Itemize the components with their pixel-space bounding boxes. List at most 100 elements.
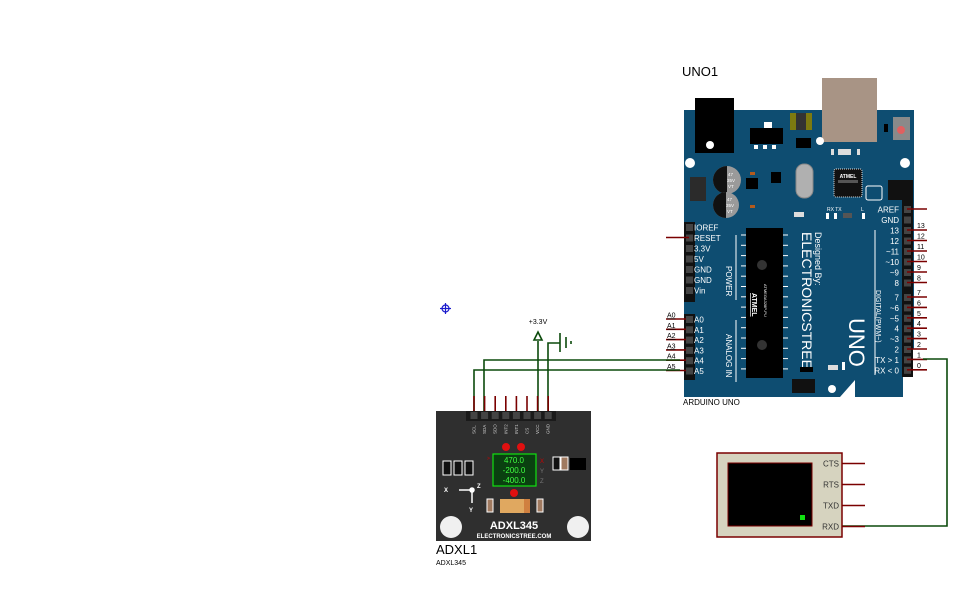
regulator-tab: [764, 122, 772, 128]
digital-pin-label: AREF: [878, 206, 899, 215]
smd-part: [464, 460, 474, 476]
analog-pin[interactable]: [686, 367, 693, 375]
arduino-uno-component[interactable]: UNO1 47 35V VT: [666, 64, 927, 407]
jumper: [865, 185, 883, 201]
adxl-pin[interactable]: [481, 412, 489, 419]
power-pin[interactable]: [686, 287, 693, 294]
analog-pin[interactable]: [686, 357, 693, 365]
analog-pin-number: A2: [667, 333, 676, 340]
power-pin[interactable]: [686, 234, 693, 242]
reading-y: -200.0: [503, 466, 526, 475]
analog-pin[interactable]: [686, 336, 693, 344]
smd-part: [552, 456, 561, 471]
rx-tx-label: RX TX: [827, 207, 842, 213]
digital-pin-label: ~9: [890, 269, 900, 278]
decrease-button-icon[interactable]: [502, 443, 510, 451]
digital-pin-number: 8: [917, 276, 921, 283]
analog-pin-label: A4: [694, 357, 704, 366]
crystal: [795, 163, 814, 199]
smd-part: [442, 460, 452, 476]
digital-pin-number: 2: [917, 342, 921, 349]
digital-pin-label: RX < 0: [874, 366, 899, 375]
analog-pin-number: A4: [667, 354, 676, 361]
adxl-pin[interactable]: [544, 412, 552, 419]
sensor-chip: [570, 458, 586, 470]
digital-pin-label: 12: [890, 237, 899, 246]
terminal-screen: [727, 462, 813, 527]
wire-gnd[interactable]: [547, 342, 560, 412]
analog-pin[interactable]: [686, 346, 693, 354]
wire-tx-rxd[interactable]: [842, 358, 948, 527]
axis-label-y: Y: [540, 469, 544, 475]
digital-pin-number: 3: [917, 332, 921, 339]
chip-dot: [757, 340, 767, 350]
adxl-value-label: ADXL345: [436, 560, 466, 567]
resistor: [486, 498, 494, 513]
net-wires: [473, 341, 948, 527]
adxl-ref-label: ADXL1: [436, 542, 477, 557]
digital-pin-number: 12: [917, 234, 925, 241]
analog-pin[interactable]: [686, 316, 693, 323]
mount-hole: [567, 516, 589, 538]
adxl-pin[interactable]: [491, 412, 499, 419]
wire-scl-a5[interactable]: [473, 369, 680, 412]
adxl-pin-label: SDO: [493, 424, 498, 434]
power-pin[interactable]: [686, 245, 693, 252]
atmega-brand: ATMEL: [750, 293, 757, 317]
smd-part: [838, 149, 851, 155]
capacitor-2: 47 35V VT: [713, 192, 739, 218]
digital-section-label: DIGITAL(PWM~): [874, 290, 881, 343]
wire-sda-a4[interactable]: [483, 359, 680, 412]
usb-connector: [822, 78, 877, 142]
reading-display: [492, 453, 537, 487]
smd-part: [831, 149, 834, 155]
power-pin[interactable]: [686, 224, 693, 231]
terminal-pin-label: RTS: [823, 481, 839, 490]
power-pin[interactable]: [686, 276, 693, 284]
cap-label: VT: [728, 184, 734, 189]
mount-hole: [706, 141, 714, 149]
adxl-pin[interactable]: [502, 412, 510, 419]
ic-small: [746, 178, 758, 189]
power-pin[interactable]: [686, 266, 693, 273]
mount-hole: [900, 158, 910, 168]
increase-button-icon[interactable]: [517, 443, 525, 451]
digital-pin-label: 2: [895, 346, 900, 355]
uno-value-label: ARDUINO UNO: [683, 398, 740, 407]
power-pin[interactable]: [686, 255, 693, 263]
atmega-chip: [746, 228, 783, 378]
dc-jack: [695, 98, 734, 153]
adxl-header: [466, 411, 556, 421]
terminal-pin-label: TXD: [823, 502, 839, 511]
resistor: [750, 172, 755, 175]
capacitor-1: 47 35V VT: [713, 166, 741, 194]
power-terminal-3v3[interactable]: +3.3V: [529, 319, 548, 341]
digital-pin[interactable]: [904, 216, 911, 224]
adxl-website: ELECTRONICSTREE.COM: [477, 534, 552, 540]
origin-marker-icon[interactable]: [440, 303, 451, 314]
adxl-pin[interactable]: [512, 412, 520, 419]
power-pin-label: GND: [694, 276, 712, 285]
digital-pin-number: 9: [917, 265, 921, 272]
digital-pin-number: 5: [917, 311, 921, 318]
axis-label-z: Z: [540, 479, 544, 485]
reg-pin: [754, 145, 758, 149]
power-pin-label: 3.3V: [694, 245, 711, 254]
toggle-button-icon[interactable]: [510, 489, 518, 497]
adxl-pin[interactable]: [470, 412, 478, 419]
digital-pin-number: 7: [917, 290, 921, 297]
brand-label: ELECTRONICSTREE: [799, 232, 815, 369]
power-pin-label: RESET: [694, 234, 721, 243]
adxl-pin[interactable]: [523, 412, 531, 419]
adxl-pin-label: GND: [546, 423, 551, 434]
adxl-pin[interactable]: [534, 412, 542, 419]
cap-label: 35V: [726, 203, 734, 208]
smd-part: [794, 212, 804, 217]
analog-pin[interactable]: [686, 326, 693, 334]
adxl-pin-label: VCC: [535, 424, 540, 434]
ground-symbol-icon[interactable]: [559, 333, 572, 352]
uno-board: [684, 110, 914, 397]
